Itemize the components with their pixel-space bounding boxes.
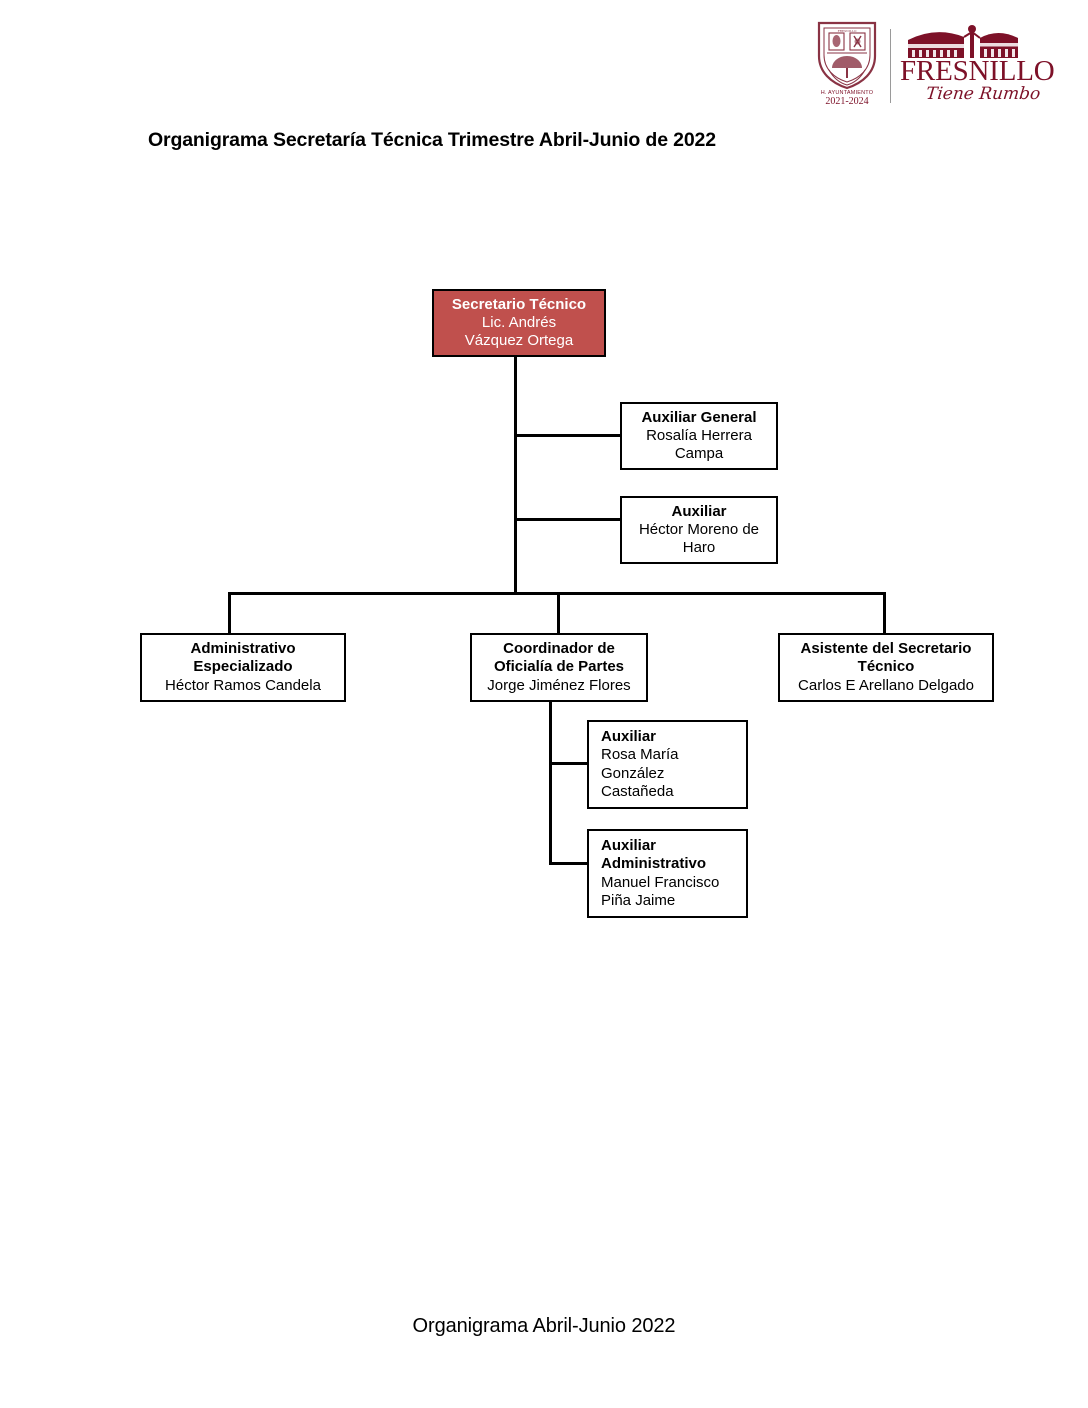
node-person-line: Campa <box>674 445 724 463</box>
node-person-line: Haro <box>682 539 716 557</box>
node-person-line: Héctor Moreno de <box>638 520 760 538</box>
kiosk-gazebo-icon <box>908 25 1018 58</box>
coat-of-arms-crest: FRESNILLO H. AYUNTAMIENTO 2021-2024 <box>808 20 886 112</box>
node-person-line: González <box>601 764 665 782</box>
connector-drop-administrativo <box>228 592 231 634</box>
node-person-line: Carlos E Arellano Delgado <box>798 676 974 694</box>
org-node-auxiliar-general[interactable]: Auxiliar General Rosalía Herrera Campa <box>620 402 778 470</box>
node-person-line: Rosa María <box>601 746 679 764</box>
node-person-line: Piña Jaime <box>601 891 676 909</box>
org-node-auxiliar-administrativo[interactable]: Auxiliar Administrativo Manuel Francisco… <box>587 829 748 918</box>
crest-caption: H. AYUNTAMIENTO 2021-2024 <box>820 90 874 107</box>
org-node-coordinador-oficialia[interactable]: Coordinador de Oficialía de Partes Jorge… <box>470 633 648 702</box>
page-title: Organigrama Secretaría Técnica Trimestre… <box>148 129 716 151</box>
node-title: Especializado <box>193 658 293 676</box>
coat-of-arms-shield-icon: FRESNILLO <box>817 21 877 90</box>
logo-divider <box>890 29 891 103</box>
connector-drop-asistente <box>883 592 886 634</box>
node-title: Secretario Técnico <box>451 295 587 313</box>
wordmark-text: FRESNILLO <box>900 55 1055 87</box>
node-title: Administrativo <box>190 640 296 658</box>
org-node-auxiliar[interactable]: Auxiliar Héctor Moreno de Haro <box>620 496 778 564</box>
connector-coordinador-trunk <box>549 702 552 865</box>
node-person-line: Héctor Ramos Candela <box>165 676 321 694</box>
connector-drop-coordinador <box>557 592 560 634</box>
node-title: Oficialía de Partes <box>493 658 625 676</box>
crest-caption-line2: 2021-2024 <box>825 95 869 107</box>
node-person-line: Jorge Jiménez Flores <box>487 676 631 694</box>
node-title: Auxiliar <box>601 728 657 746</box>
connector-to-auxiliar-rosa <box>549 762 589 765</box>
page-footer: Organigrama Abril-Junio 2022 <box>412 1315 676 1337</box>
fresnillo-logo: FRESNILLO H. AYUNTAMIENTO 2021-2024 <box>808 18 1055 114</box>
node-title: Técnico <box>857 658 915 676</box>
connector-to-auxiliar-general <box>514 434 621 437</box>
node-person-line: Vázquez Ortega <box>464 332 574 350</box>
fresnillo-wordmark: FRESNILLO Tiene Rumbo <box>900 20 1055 112</box>
node-person-line: Manuel Francisco <box>601 873 720 891</box>
svg-text:FRESNILLO: FRESNILLO <box>838 29 857 33</box>
node-title: Asistente del Secretario <box>800 640 972 658</box>
node-title: Administrativo <box>601 855 707 873</box>
org-node-administrativo-especializado[interactable]: Administrativo Especializado Héctor Ramo… <box>140 633 346 702</box>
connector-to-auxiliar-administrativo <box>549 862 589 865</box>
connector-root-trunk <box>514 356 517 594</box>
org-node-auxiliar-rosa[interactable]: Auxiliar Rosa María González Castañeda <box>587 720 748 809</box>
node-title: Auxiliar General <box>641 408 757 426</box>
node-person-line: Lic. Andrés <box>481 313 557 331</box>
node-person-line: Rosalía Herrera <box>646 426 752 444</box>
crest-caption-line1: H. AYUNTAMIENTO <box>820 90 874 96</box>
node-person-line: Castañeda <box>601 782 674 800</box>
node-title: Auxiliar <box>601 837 657 855</box>
org-node-secretario-tecnico[interactable]: Secretario Técnico Lic. Andrés Vázquez O… <box>432 289 606 357</box>
org-node-asistente-secretario[interactable]: Asistente del Secretario Técnico Carlos … <box>778 633 994 702</box>
node-title: Coordinador de <box>503 640 615 658</box>
connector-to-auxiliar <box>514 518 621 521</box>
node-title: Auxiliar <box>671 502 727 520</box>
